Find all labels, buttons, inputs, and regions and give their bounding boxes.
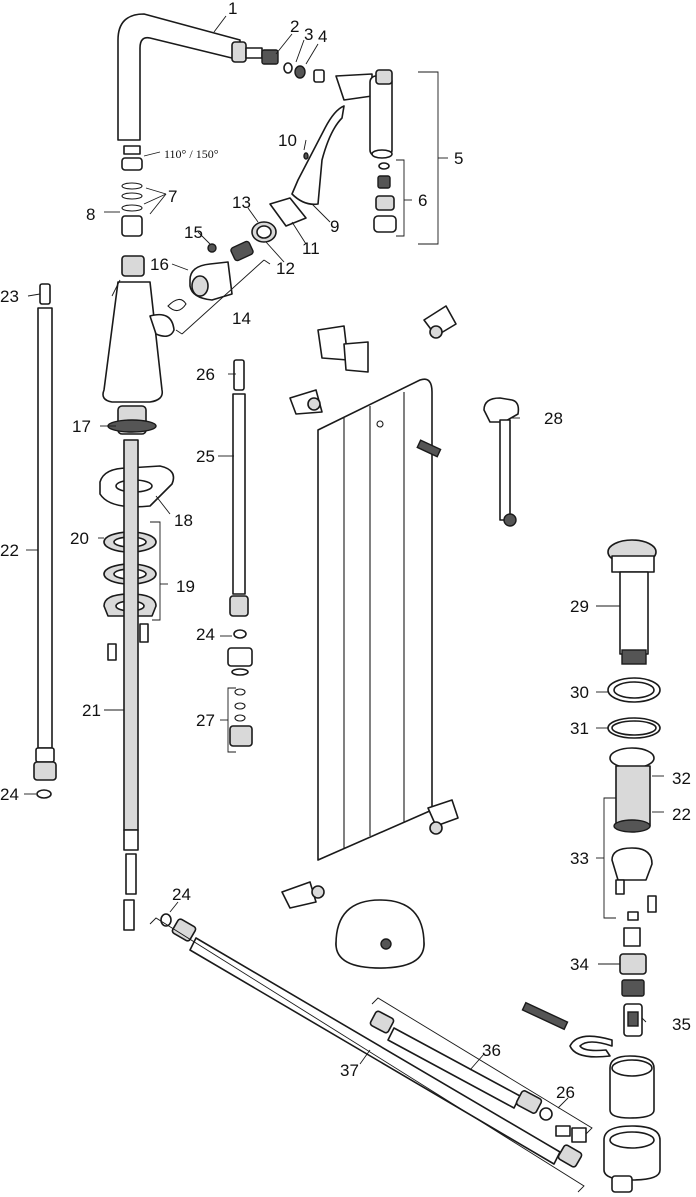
callout-2: 2 <box>290 17 299 36</box>
callout-37: 37 <box>340 1061 359 1080</box>
leader-lines <box>24 15 664 1109</box>
callout-26-bottom: 26 <box>556 1083 575 1102</box>
callout-30: 30 <box>570 683 589 702</box>
callout-8: 8 <box>86 205 95 224</box>
callout-19: 19 <box>176 577 195 596</box>
callout-9: 9 <box>330 217 339 236</box>
callout-22-right: 22 <box>672 805 691 824</box>
part-threaded-rod <box>107 439 149 931</box>
callout-33: 33 <box>570 849 589 868</box>
part-center-panel <box>317 378 442 861</box>
part-left-hose <box>33 283 57 799</box>
callout-24-left: 24 <box>0 785 19 804</box>
callout-29: 29 <box>570 597 589 616</box>
callout-5: 5 <box>454 149 463 168</box>
callout-1: 1 <box>228 0 237 18</box>
callout-26-top: 26 <box>196 365 215 384</box>
part-middle-hose <box>227 359 253 747</box>
callout-21: 21 <box>82 701 101 720</box>
callout-14: 14 <box>232 309 251 328</box>
part-small-nuts <box>283 62 325 83</box>
callout-28: 28 <box>544 409 563 428</box>
callout-24-bottom: 24 <box>172 885 191 904</box>
part-lever <box>291 105 345 206</box>
callout-31: 31 <box>570 719 589 738</box>
rotation-angle-note: 110° / 150° <box>164 147 219 161</box>
part-horseshoe-clip <box>521 1001 613 1058</box>
callout-3: 3 <box>304 25 313 44</box>
callout-36: 36 <box>482 1041 501 1060</box>
part-spout <box>117 13 279 141</box>
callout-6: 6 <box>418 191 427 210</box>
callout-17: 17 <box>72 417 91 436</box>
callout-13: 13 <box>232 193 251 212</box>
part-hose-36 <box>369 1010 587 1143</box>
callout-35: 35 <box>672 1015 691 1034</box>
callout-4: 4 <box>318 27 327 46</box>
group-brackets <box>149 71 616 1193</box>
callout-11: 11 <box>302 239 320 258</box>
callout-12: 12 <box>276 259 295 278</box>
part-drain-stopper <box>607 539 657 665</box>
part-round-plate <box>335 899 425 969</box>
part-hanger <box>483 397 520 527</box>
callout-23: 23 <box>0 287 19 306</box>
callout-32: 32 <box>672 769 691 788</box>
part-hose-37 <box>160 913 583 1168</box>
callout-10: 10 <box>278 131 297 150</box>
callout-20: 20 <box>70 529 89 548</box>
callout-22-left: 22 <box>0 541 19 560</box>
part-body <box>102 281 175 435</box>
part-panel-brackets <box>281 305 459 909</box>
part-spray-head <box>335 69 393 159</box>
callout-25: 25 <box>196 447 215 466</box>
callout-15: 15 <box>184 223 203 242</box>
part-swivel-stack <box>121 145 145 277</box>
callout-24-middle: 24 <box>196 625 215 644</box>
callout-34: 34 <box>570 955 589 974</box>
part-drain-lower <box>603 953 661 1193</box>
callout-27: 27 <box>196 711 215 730</box>
callout-labels: 1 2 3 4 5 6 7 8 9 10 11 12 13 14 15 16 1… <box>0 0 691 1102</box>
part-rings <box>251 197 307 243</box>
part-drain-rings <box>607 677 661 739</box>
part-drain-body <box>609 747 657 947</box>
part-cartridge <box>167 240 254 312</box>
callout-18: 18 <box>174 511 193 530</box>
callout-7: 7 <box>168 187 177 206</box>
callout-16: 16 <box>150 255 169 274</box>
part-aerator-stack <box>373 162 397 233</box>
